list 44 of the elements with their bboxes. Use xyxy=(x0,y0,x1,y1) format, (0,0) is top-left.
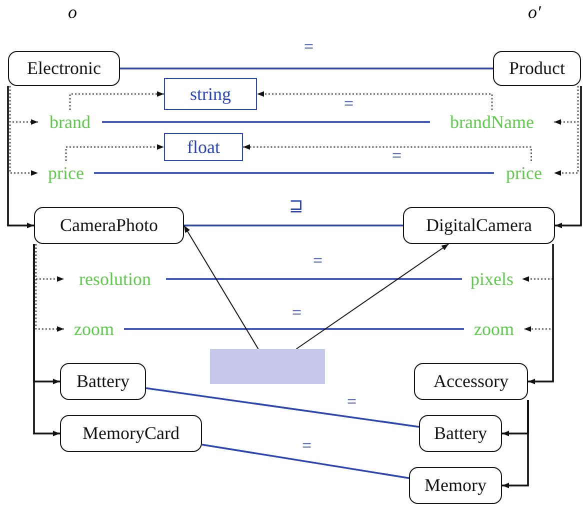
concept-box: MemoryCard xyxy=(60,415,202,452)
property-name: pixels xyxy=(462,267,522,291)
arrow xyxy=(70,91,164,110)
instance-box xyxy=(210,349,325,384)
concept-box: Electronic xyxy=(8,51,120,86)
concept-box: Battery xyxy=(60,363,146,400)
concept-box: CameraPhoto xyxy=(34,207,184,244)
concept-box: Battery xyxy=(419,415,502,452)
arrow xyxy=(528,244,554,384)
arrow xyxy=(33,244,60,436)
concept-box: Memory xyxy=(409,467,502,504)
concept-box: Product xyxy=(493,51,581,86)
arrow xyxy=(242,144,532,162)
mapping-line xyxy=(146,387,420,428)
arrow xyxy=(256,91,492,110)
arrow xyxy=(554,86,578,176)
arrow xyxy=(502,400,529,488)
mapping-line xyxy=(184,224,403,226)
arrow xyxy=(555,86,582,228)
mapping-line xyxy=(102,121,430,123)
property-name: price xyxy=(494,161,554,185)
property-name: brand xyxy=(38,110,102,134)
datatype-box: float xyxy=(164,133,243,161)
arrow xyxy=(7,86,34,228)
concept-box: DigitalCamera xyxy=(403,207,555,244)
datatype-box: string xyxy=(164,78,257,110)
mapping-line xyxy=(202,444,410,479)
arrow xyxy=(35,244,64,332)
ontology-label: o′ xyxy=(528,2,541,23)
mapping-line xyxy=(120,68,493,70)
concept-box: Accessory xyxy=(414,363,528,400)
mapping-line xyxy=(124,328,464,330)
ontology-label: o xyxy=(68,2,77,23)
property-name: resolution xyxy=(64,267,166,291)
arrow xyxy=(10,86,38,176)
property-name: price xyxy=(38,161,94,185)
property-name: zoom xyxy=(464,317,524,341)
property-name: zoom xyxy=(64,317,124,341)
mapping-line xyxy=(94,172,494,174)
arrow xyxy=(296,244,450,350)
mapping-line xyxy=(166,278,462,280)
property-name: brandName xyxy=(430,110,554,134)
arrow xyxy=(184,225,259,350)
arrow xyxy=(66,144,164,162)
